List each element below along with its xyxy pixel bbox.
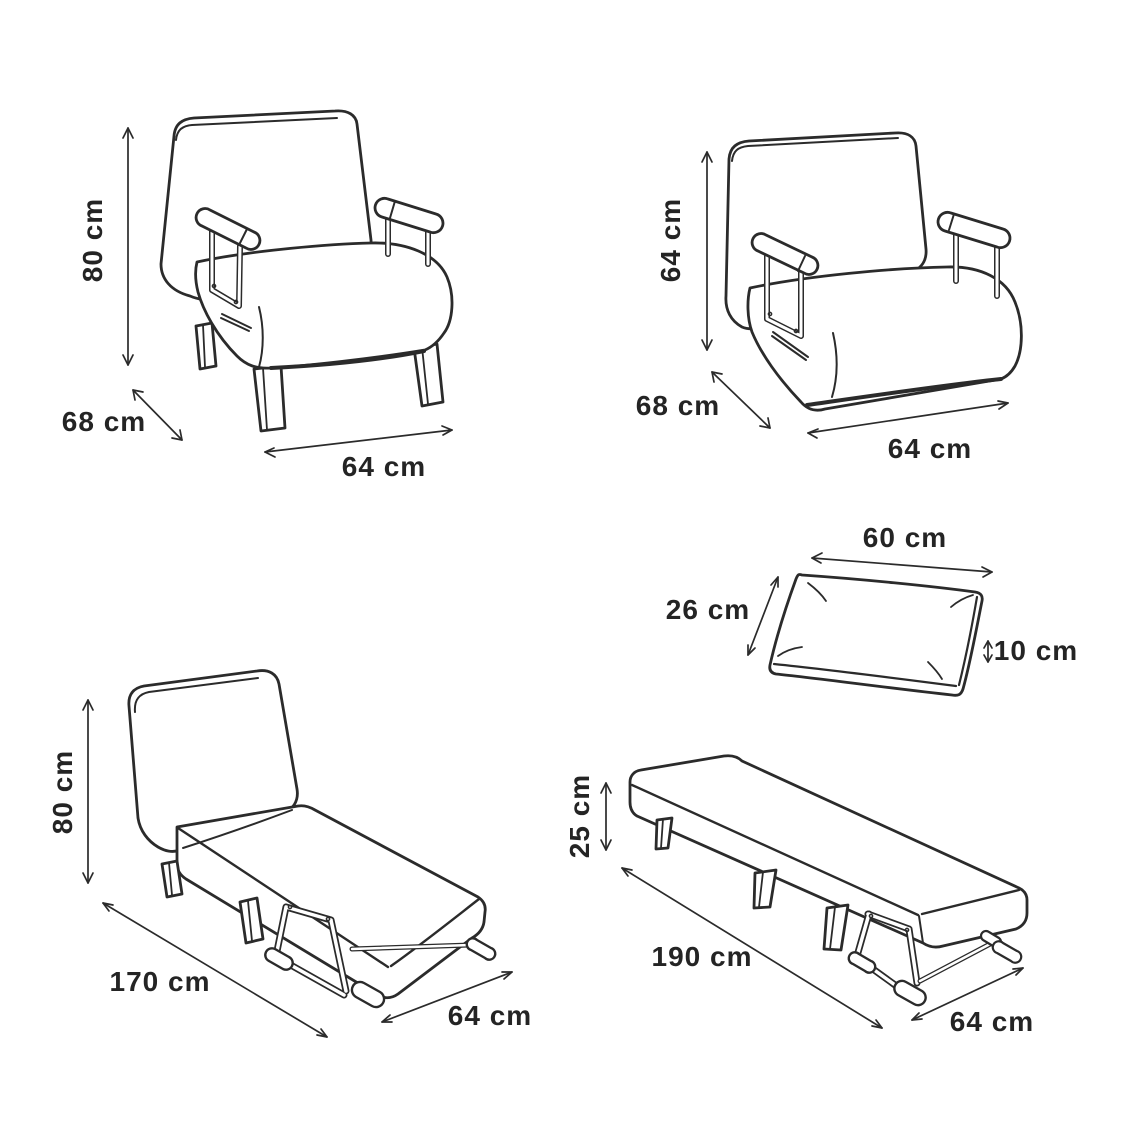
pillow-width-label: 60 cm xyxy=(862,522,948,553)
bed-folding-frame xyxy=(847,910,1023,1007)
armchair-drawing xyxy=(122,109,454,458)
height-arrow xyxy=(82,699,94,884)
lounger-folding-frame xyxy=(264,903,497,1009)
armchair-height-label: 80 cm xyxy=(77,197,108,283)
pillow-body xyxy=(768,573,984,697)
floor-chair-height-label: 64 cm xyxy=(655,197,686,283)
floor-chair-seat xyxy=(746,265,1023,412)
view-armchair: 80 cm 68 cm 64 cm xyxy=(40,60,560,500)
pillow-depth-label: 26 cm xyxy=(665,594,751,625)
armchair-depth-label: 68 cm xyxy=(61,406,147,437)
length-arrow xyxy=(102,902,328,1038)
view-bed: 25 cm 190 cm 64 cm xyxy=(560,700,1140,1060)
bed-length-label: 190 cm xyxy=(651,941,753,972)
lounger-legs xyxy=(160,859,265,945)
height-arrow xyxy=(122,127,134,366)
lounger-height-label: 80 cm xyxy=(47,749,78,835)
bed-height-label: 25 cm xyxy=(564,773,595,859)
armchair-width-label: 64 cm xyxy=(341,451,427,482)
bed-legs xyxy=(654,816,850,952)
view-pillow: 60 cm 26 cm 10 cm xyxy=(620,500,1120,720)
floor-chair-width-label: 64 cm xyxy=(887,433,973,464)
armchair-seat xyxy=(194,241,454,370)
lounger-length-label: 170 cm xyxy=(109,966,211,997)
width-arrow xyxy=(381,971,513,1023)
width-arrow xyxy=(911,967,1024,1021)
lounger-width-label: 64 cm xyxy=(447,1000,533,1031)
floor-chair-drawing xyxy=(701,131,1023,439)
thickness-arrow xyxy=(983,640,993,663)
floor-chair-left-armrest xyxy=(750,232,820,339)
floor-chair-depth-label: 68 cm xyxy=(635,390,721,421)
height-arrow xyxy=(600,782,612,851)
width-arrow xyxy=(811,552,993,578)
width-arrow xyxy=(807,400,1009,439)
depth-arrow xyxy=(747,576,779,656)
lounger-seat xyxy=(175,804,487,1000)
pillow-drawing xyxy=(747,552,993,697)
width-arrow xyxy=(264,425,453,458)
depth-arrow xyxy=(132,389,183,441)
bed-width-label: 64 cm xyxy=(949,1006,1035,1037)
depth-arrow xyxy=(711,371,771,429)
lounger-drawing xyxy=(82,669,513,1038)
view-lounger: 80 cm 170 cm 64 cm xyxy=(20,650,540,1060)
armchair-right-armrest xyxy=(373,197,445,267)
armchair-left-armrest xyxy=(194,207,262,309)
bed-mattress xyxy=(628,754,1029,949)
bed-drawing xyxy=(600,754,1029,1029)
view-floor-chair: 64 cm 68 cm 64 cm xyxy=(580,60,1120,480)
length-arrow xyxy=(621,867,883,1029)
height-arrow xyxy=(701,151,713,351)
pillow-thickness-label: 10 cm xyxy=(993,635,1079,666)
floor-chair-right-armrest xyxy=(936,211,1012,299)
